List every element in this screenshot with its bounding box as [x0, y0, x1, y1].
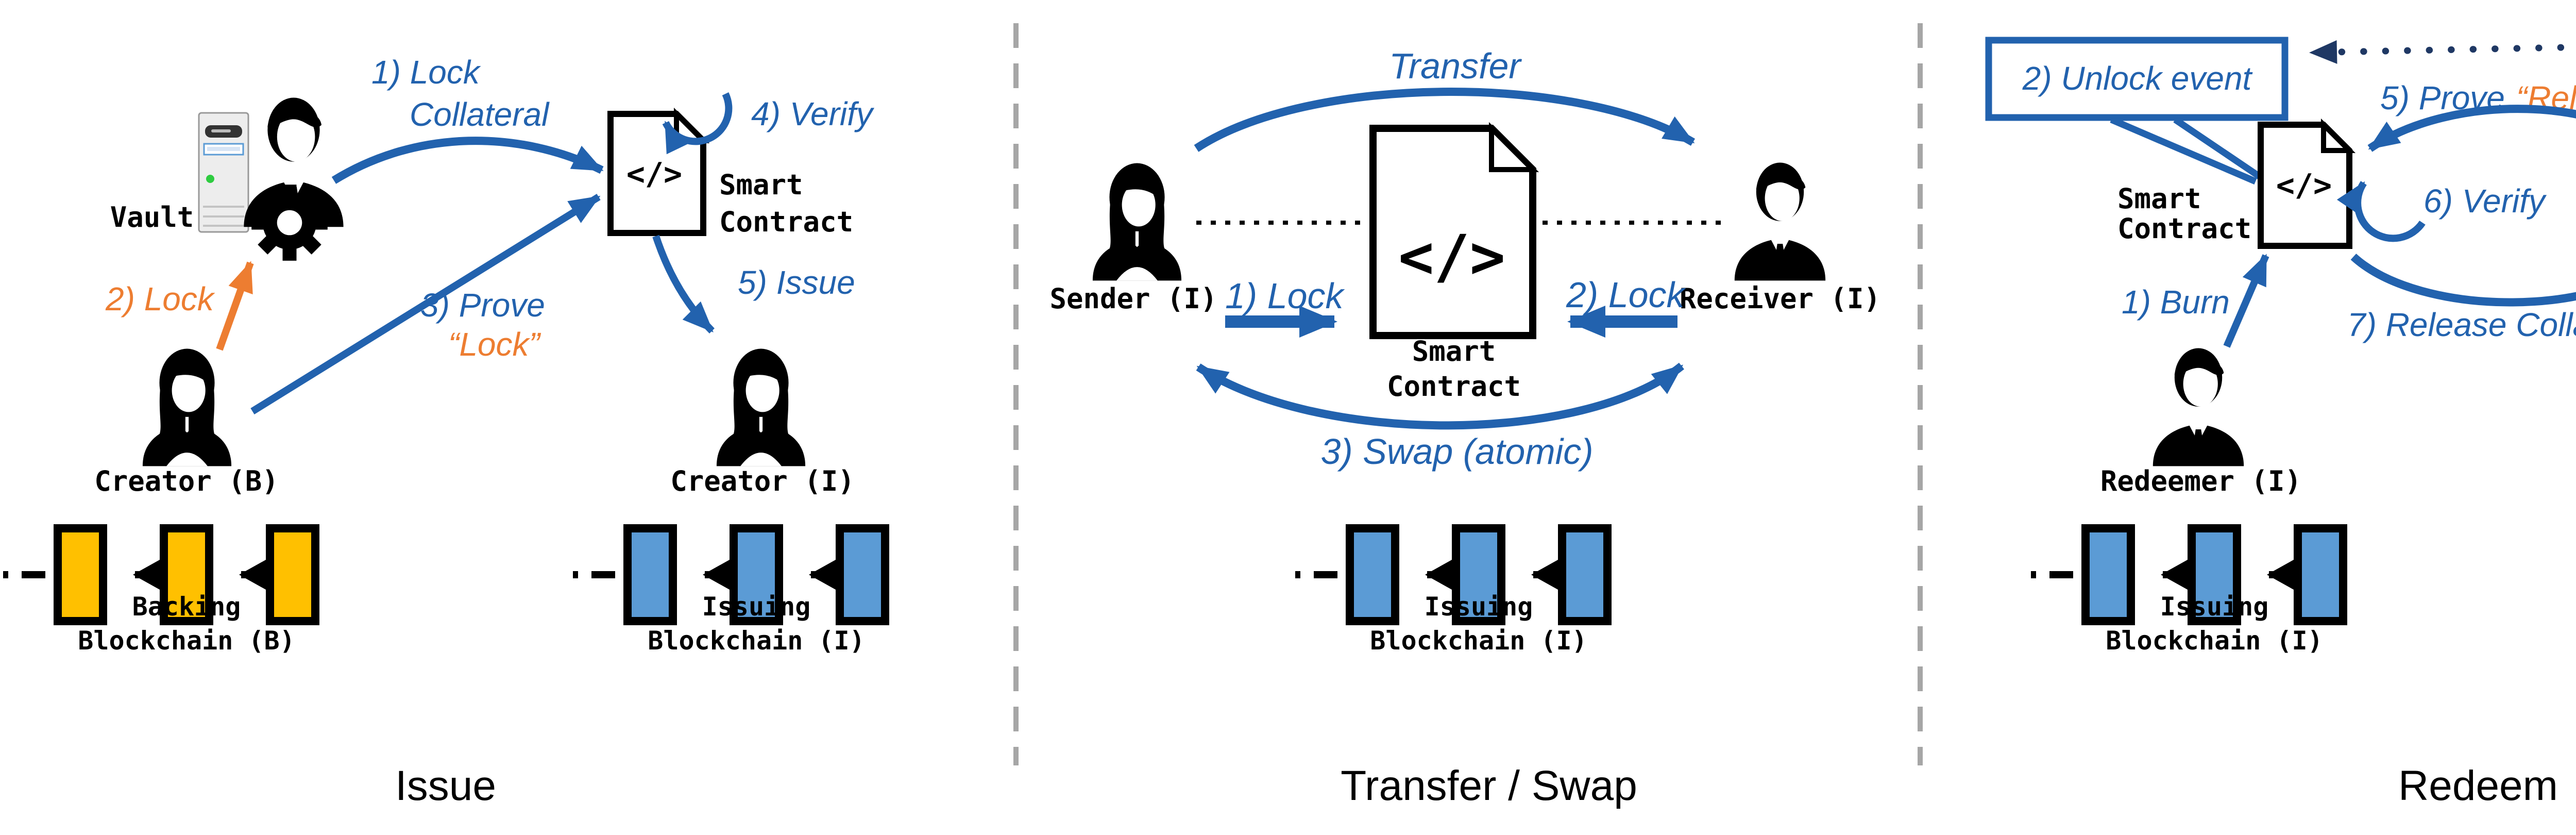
smart-contract-label-line2: Contract — [1387, 370, 1521, 403]
chain-block — [266, 524, 319, 625]
swap-arc-arrow — [1196, 362, 1685, 430]
code-glyph: </> — [2276, 168, 2332, 204]
transfer-swap-panel-title: Transfer / Swap — [1341, 762, 1637, 809]
issue-panel: 1) Lock Collateral Vault </> Smart Contr… — [3, 54, 889, 809]
step-swap-label: 3) Swap (atomic) — [1320, 431, 1593, 472]
receiver-label: Receiver (I) — [1680, 282, 1880, 315]
redeemer-i-label: Redeemer (I) — [2100, 465, 2301, 497]
backing-chain-label: Backing — [132, 592, 241, 622]
verify-loop-arrow — [2336, 181, 2426, 242]
prove-release-arc-arrow — [2367, 105, 2576, 152]
creator-i-label: Creator (I) — [670, 465, 855, 497]
vault-label: Vault — [110, 201, 194, 233]
issuing-chain-label-line2: Blockchain (I) — [1370, 626, 1587, 656]
issuing-chain-label: Issuing — [2160, 592, 2269, 622]
step-lock-collateral-label: 1) Lock — [371, 54, 481, 91]
witness-dotted-line — [2308, 40, 2576, 64]
issuing-chain-label-line2: Blockchain (I) — [648, 626, 865, 656]
step-unlock-event-label: 2) Unlock event — [2022, 60, 2253, 97]
issuing-chain-label: Issuing — [702, 592, 811, 622]
issuing-blockchain: Issuing Blockchain (I) — [1295, 524, 1612, 656]
step-lock2-label: 2) Lock — [1566, 275, 1686, 315]
chain-block — [2188, 524, 2241, 625]
smart-contract-doc-icon — [1369, 125, 1536, 339]
creator-b-label: Creator (B) — [94, 465, 279, 497]
transfer-swap-panel: Transfer Sender (I) Receiver (I) </> Sma… — [1049, 46, 1880, 809]
lock-collateral-arrow — [331, 137, 604, 184]
issuing-blockchain: Issuing Blockchain (I) — [2031, 524, 2347, 656]
creator-b-icon — [142, 348, 232, 466]
receiver-icon — [1734, 162, 1826, 281]
issuing-chain-label-line2: Blockchain (I) — [2106, 626, 2323, 656]
creator-i-icon — [716, 348, 806, 466]
chain-block — [160, 524, 213, 625]
chain-block — [2081, 524, 2135, 625]
step-issue-label: 5) Issue — [738, 264, 855, 301]
doc-fold — [2321, 118, 2356, 153]
step-release-collateral-label: 7) Release Collateral — [2347, 306, 2576, 343]
step-verify-label: 4) Verify — [751, 95, 875, 132]
transfer-label: Transfer — [1389, 46, 1522, 86]
step-lock-collateral-label-line2: Collateral — [410, 96, 550, 133]
redeemer-i-icon — [2153, 348, 2244, 466]
smart-contract-label: Smart — [2117, 182, 2201, 215]
chain-block — [730, 524, 783, 625]
chain-block — [1346, 524, 1399, 625]
smart-contract-label: Smart — [1412, 335, 1496, 368]
sender-label: Sender (I) — [1049, 282, 1217, 315]
backing-chain-label-line2: Blockchain (B) — [78, 626, 295, 656]
prove-lock-arrow — [250, 194, 601, 414]
code-glyph: </> — [1398, 223, 1505, 292]
step-lock-label: 2) Lock — [105, 280, 215, 318]
step-burn-label: 1) Burn — [2122, 283, 2230, 321]
unlock-event-callout — [1985, 37, 2289, 121]
chain-block — [54, 524, 107, 625]
chain-block — [623, 524, 677, 625]
callout-tail-line — [2110, 116, 2257, 185]
smart-contract-label: Smart — [719, 169, 803, 201]
vault-server-icon — [198, 112, 249, 233]
chain-block — [836, 524, 889, 625]
step-lock1-label: 1) Lock — [1225, 276, 1345, 316]
chain-block — [1452, 524, 1505, 625]
gear-icon — [251, 185, 328, 261]
sender-icon — [1092, 163, 1182, 281]
step-prove-lock-quote: “Lock” — [448, 326, 541, 363]
callout-tail-line — [2173, 116, 2263, 180]
issuing-blockchain: Issuing Blockchain (I) — [573, 524, 889, 656]
release-collateral-arc-arrow — [2350, 254, 2576, 307]
issuing-chain-label: Issuing — [1425, 592, 1533, 622]
burn-arrow — [2223, 254, 2269, 348]
transfer-arc-arrow — [1194, 88, 1696, 152]
code-glyph: </> — [626, 156, 682, 192]
chain-block — [2294, 524, 2347, 625]
redeem-panel-title: Redeem — [2398, 762, 2558, 809]
doc-fold — [1489, 122, 1539, 172]
chain-block — [1558, 524, 1612, 625]
issue-arrow — [652, 235, 715, 333]
backing-blockchain: Backing Blockchain (B) — [3, 524, 319, 656]
verify-loop-arrow — [662, 92, 733, 155]
smart-contract-label-line2: Contract — [2117, 212, 2251, 245]
step-verify-label: 6) Verify — [2424, 182, 2547, 220]
issue-panel-title: Issue — [395, 762, 496, 809]
step-prove-label: 3) Prove — [420, 287, 545, 324]
redeem-panel: 3) Witness 2) Unlock event 5) Prove “Rel… — [1985, 37, 2576, 809]
smart-contract-label-line2: Contract — [719, 206, 853, 238]
lock-arrow-orange — [216, 261, 254, 351]
